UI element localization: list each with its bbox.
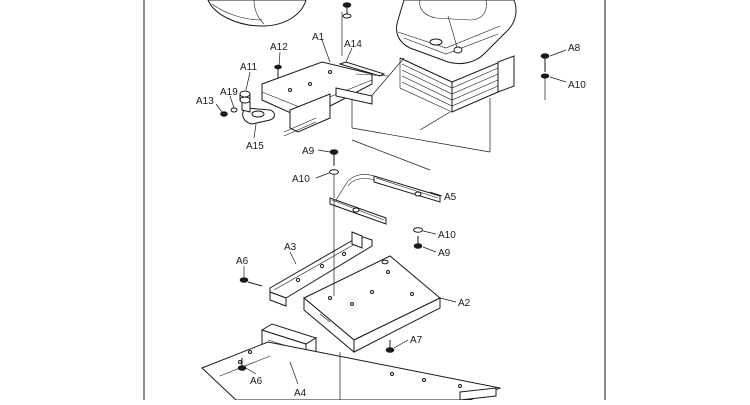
callout-a2: A2 <box>458 298 471 309</box>
bushing-a11-part <box>239 90 251 104</box>
washer-a10-right-top-part <box>540 73 550 100</box>
slide-rails-a5-part <box>329 174 441 225</box>
bolt-a6-left-part <box>239 277 263 287</box>
screw-a7-part <box>385 340 395 353</box>
bolt-a9-top-part <box>329 149 339 166</box>
callout-a3: A3 <box>284 242 297 253</box>
seat-cushion-part <box>207 0 307 27</box>
leader-lines <box>215 39 567 385</box>
clamp-a15-part <box>241 99 275 125</box>
washer-a10-right-part <box>413 227 423 233</box>
bolt-a8-part <box>540 53 550 72</box>
callout-a6-bottom: A6 <box>250 376 263 387</box>
callout-a9-right: A9 <box>438 248 451 259</box>
guide-lines-upper <box>341 12 491 171</box>
callout-a6-left: A6 <box>236 256 249 267</box>
callout-a14: A14 <box>344 39 362 50</box>
washer-a10-mid-part <box>329 169 339 198</box>
mounting-plate-a1-part <box>261 61 389 137</box>
callout-a10-mid: A10 <box>292 174 310 185</box>
callout-a4: A4 <box>294 388 307 399</box>
callout-labels: A1 A2 A3 A4 A5 A6 A6 A7 A8 A9 A9 A10 A10… <box>196 32 586 399</box>
callout-a12: A12 <box>270 42 288 53</box>
base-box-a2-part <box>303 200 441 354</box>
callout-a11: A11 <box>240 62 257 73</box>
callout-a10-right-top: A10 <box>568 80 586 91</box>
side-rail-a3-part <box>269 231 373 307</box>
callout-a19: A19 <box>220 87 238 98</box>
bolt-a12-part <box>274 64 282 78</box>
floor-plate-part <box>201 341 502 401</box>
callout-a13: A13 <box>196 96 214 107</box>
callout-a8: A8 <box>568 43 581 54</box>
washer-a19-part <box>230 107 238 113</box>
bolt-a14-part <box>342 2 352 19</box>
callout-a15: A15 <box>246 141 264 152</box>
bolt-a9-right-part <box>413 236 423 249</box>
nut-a13-part <box>220 111 228 117</box>
callout-a7: A7 <box>410 335 423 346</box>
callout-a10-right: A10 <box>438 230 456 241</box>
seat-assembly-part <box>396 0 517 113</box>
callout-a1: A1 <box>312 32 325 43</box>
callout-a9-top: A9 <box>302 146 315 157</box>
callout-a5: A5 <box>444 192 457 203</box>
